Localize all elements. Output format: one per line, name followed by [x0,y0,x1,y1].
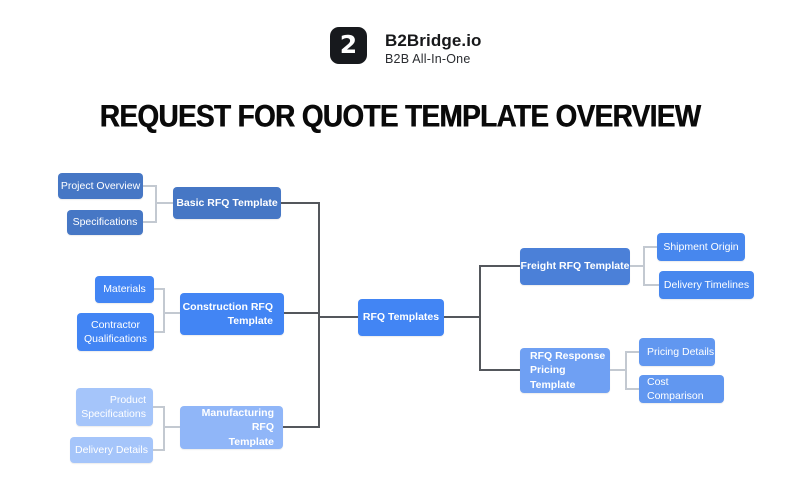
connector-line [625,351,627,390]
connector-line [281,202,320,204]
connector-line [627,351,639,353]
node-materials: Materials [95,276,154,303]
brand-name: B2Bridge.io [385,31,482,50]
connector-line [481,265,520,267]
connector-line [481,369,520,371]
connector-line [154,288,164,290]
connector-line [643,246,645,286]
node-construction-rfq-template: Construction RFQ Template [180,293,284,335]
connector-line [610,369,626,371]
node-project-overview: Project Overview [58,173,143,199]
connector-line [155,185,157,223]
node-pricing-details: Pricing Details [639,338,715,366]
node-shipment-origin: Shipment Origin [657,233,745,261]
node-delivery-details: Delivery Details [70,437,153,463]
brand-tagline: B2B All-In-One [385,52,471,66]
node-product-specifications: Product Specifications [76,388,153,426]
connector-line [153,406,164,408]
node-rfq-templates: RFQ Templates [358,299,444,336]
connector-line [163,288,165,333]
connector-line [143,185,156,187]
node-specifications: Specifications [67,210,143,235]
connector-line [153,449,164,451]
connector-line [157,202,173,204]
connector-line [165,312,180,314]
connector-line [143,221,156,223]
connector-line [320,316,358,318]
connector-line [283,426,320,428]
brand-logo-glyph: 2 [339,30,358,59]
connector-line [165,426,180,428]
brand-logo-icon: 2 [330,27,367,64]
node-delivery-timelines: Delivery Timelines [659,271,754,299]
node-cost-comparison: Cost Comparison [639,375,724,403]
connector-line [154,331,164,333]
node-contractor-qualifications: Contractor Qualifications [77,313,154,351]
connector-line [627,388,639,390]
connector-line [444,316,481,318]
connector-line [479,265,481,371]
connector-line [284,312,320,314]
connector-line [645,284,659,286]
node-manufacturing-rfq-template: Manufacturing RFQ Template [180,406,283,449]
connector-line [318,202,320,428]
page-title: REQUEST FOR QUOTE TEMPLATE OVERVIEW [99,99,701,135]
connector-line [163,406,165,451]
node-freight-rfq-template: Freight RFQ Template [520,248,630,285]
node-rfq-response-pricing-template: RFQ Response Pricing Template [520,348,610,393]
connector-line [645,246,657,248]
connector-line [630,265,644,267]
node-basic-rfq-template: Basic RFQ Template [173,187,281,219]
